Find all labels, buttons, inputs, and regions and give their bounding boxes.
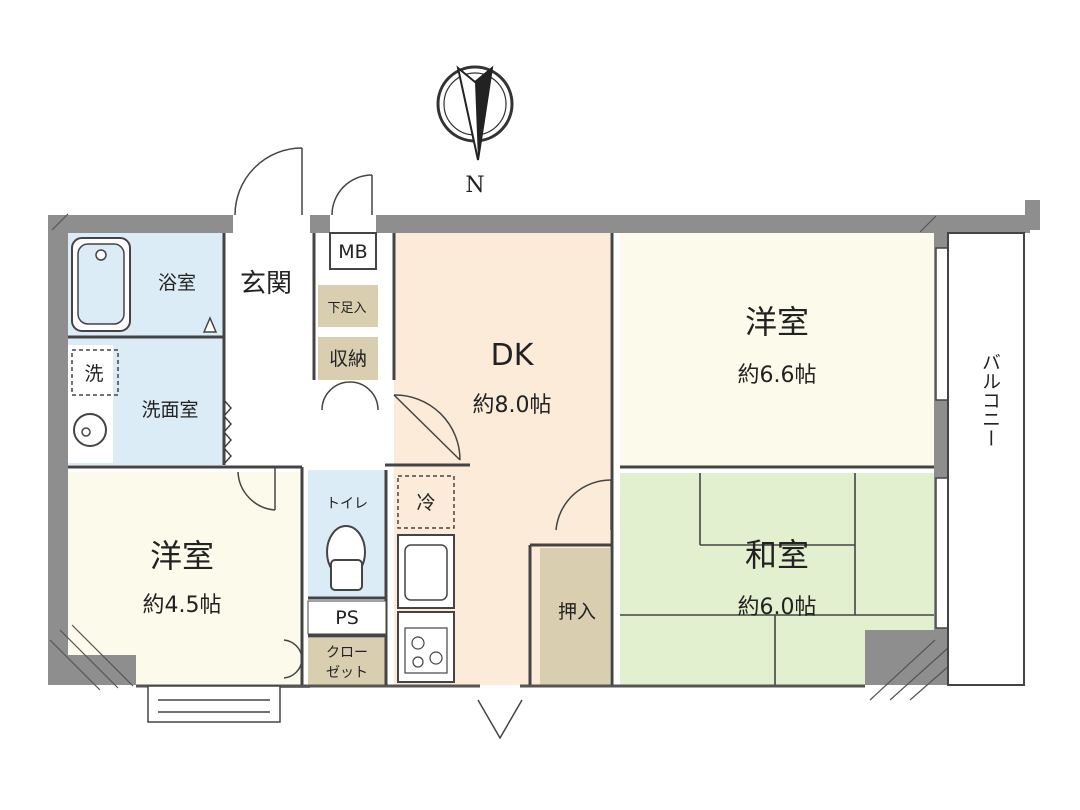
entrance-label: 玄関 bbox=[240, 269, 292, 299]
washer-box bbox=[71, 349, 119, 396]
shoe-storage-fill bbox=[318, 285, 378, 327]
stove-icon bbox=[397, 611, 455, 683]
storage-label: 収納 bbox=[329, 348, 367, 370]
accordion-door bbox=[223, 399, 232, 465]
meter-box-label: MB bbox=[338, 241, 367, 263]
closet-label-2: ゼット bbox=[326, 665, 368, 681]
balcony-rail bbox=[947, 232, 1025, 686]
doors bbox=[234, 147, 612, 740]
fridge-box bbox=[397, 475, 455, 529]
bathtub-icon bbox=[71, 237, 131, 332]
washer-label: 洗 bbox=[84, 363, 103, 385]
toilet-label: トイレ bbox=[326, 496, 368, 512]
ps-box bbox=[307, 600, 387, 635]
western-room-2-floor bbox=[68, 472, 302, 685]
balcony-label: バルコニー bbox=[979, 353, 1001, 448]
bath-door-mark bbox=[202, 316, 218, 333]
japanese-room-name: 和室 bbox=[745, 536, 809, 574]
toilet-icon bbox=[326, 525, 366, 591]
western-room-1-name: 洋室 bbox=[745, 303, 809, 341]
meter-box bbox=[329, 232, 377, 270]
compass-north-label: N bbox=[465, 173, 484, 198]
washroom-label: 洗面室 bbox=[141, 399, 198, 421]
kitchen-sink-icon bbox=[397, 534, 455, 609]
hall-floor bbox=[314, 380, 394, 470]
oshiire-fill bbox=[540, 548, 610, 685]
western-room-2-size: 約4.5帖 bbox=[143, 593, 222, 618]
bath-label: 浴室 bbox=[158, 272, 196, 294]
interior-walls bbox=[68, 233, 934, 685]
entrance-floor bbox=[228, 233, 314, 465]
fridge-label: 冷 bbox=[416, 492, 435, 514]
closet-label-1: クロー bbox=[326, 645, 368, 661]
western-room-1-size: 約6.6帖 bbox=[738, 363, 817, 388]
compass-icon bbox=[436, 65, 514, 161]
japanese-room-size: 約6.0帖 bbox=[738, 595, 817, 620]
western-room-1-floor bbox=[620, 233, 934, 466]
windows bbox=[147, 247, 949, 723]
corner-hatch bbox=[49, 213, 951, 701]
dk-name: DK bbox=[491, 338, 535, 373]
closet-fill bbox=[308, 638, 386, 685]
oshiire-label: 押入 bbox=[558, 601, 596, 623]
shoe-storage-label: 下足入 bbox=[327, 301, 366, 316]
sink-icon bbox=[73, 413, 107, 447]
dk-size: 約8.0帖 bbox=[473, 393, 552, 418]
pipe-space-label: PS bbox=[335, 607, 359, 629]
tatami-lines bbox=[620, 473, 934, 685]
storage-fill bbox=[318, 337, 378, 380]
western-room-2-name: 洋室 bbox=[150, 537, 214, 575]
